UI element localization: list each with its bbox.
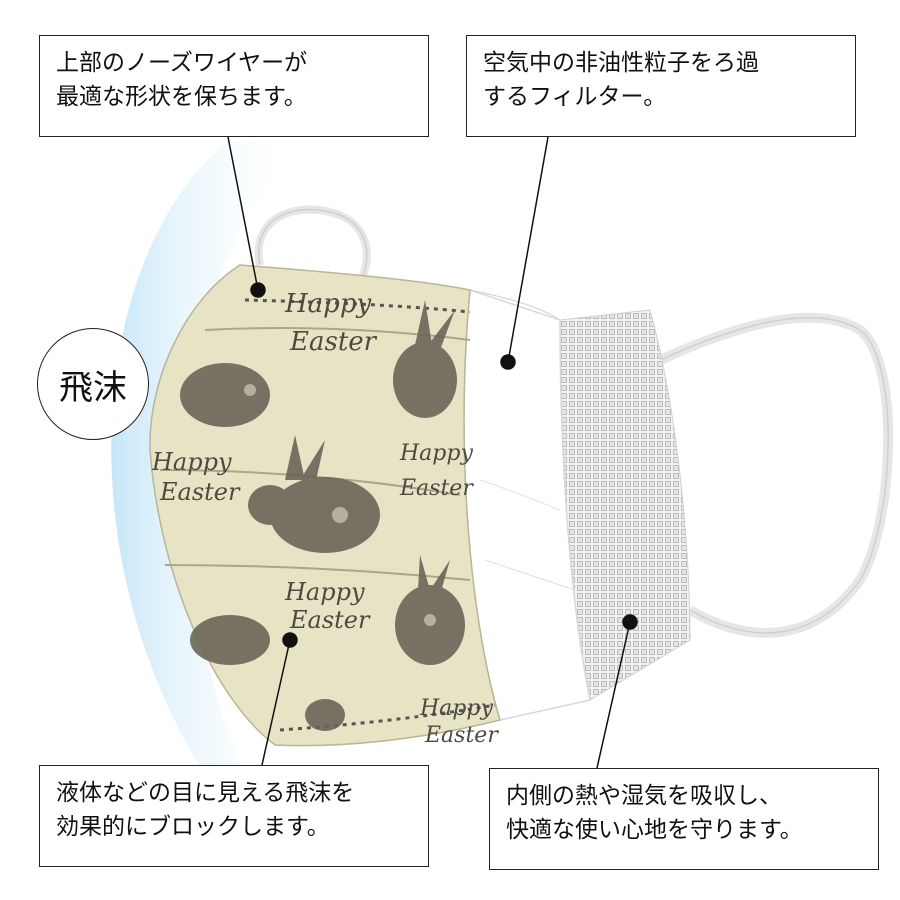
print-text-happy-3: Happy bbox=[284, 578, 365, 606]
print-text-easter-3: Easter bbox=[289, 606, 371, 634]
print-text-easter-1: Easter bbox=[289, 327, 378, 357]
callout-inner-layer: 内側の熱や湿気を吸収し、 快適な使い心地を守ります。 bbox=[489, 768, 879, 870]
callout-filter: 空気中の非油性粒子をろ過 するフィルター。 bbox=[466, 35, 856, 137]
print-text-happy-5: Happy bbox=[419, 696, 493, 721]
callout-nose-wire: 上部のノーズワイヤーが 最適な形状を保ちます。 bbox=[39, 35, 429, 137]
callout-filter-line2: するフィルター。 bbox=[483, 84, 667, 110]
print-text-happy-1: Happy bbox=[284, 289, 371, 319]
droplet-badge: 飛沫 bbox=[37, 328, 149, 440]
droplet-badge-label: 飛沫 bbox=[59, 367, 127, 408]
callout-filter-line1: 空気中の非油性粒子をろ過 bbox=[483, 50, 759, 76]
print-text-easter-4: Easter bbox=[399, 476, 474, 501]
callout-droplet-block-line1: 液体などの目に見える飛沫を bbox=[56, 780, 355, 806]
print-text-happy-4: Happy bbox=[399, 441, 473, 466]
callout-droplet-block-line2: 効果的にブロックします。 bbox=[56, 814, 330, 840]
print-text-happy-2: Happy bbox=[151, 448, 232, 476]
callout-nose-wire-line1: 上部のノーズワイヤーが bbox=[56, 50, 308, 76]
shield-glow bbox=[111, 140, 300, 790]
callout-inner-layer-line2: 快適な使い心地を守ります。 bbox=[506, 817, 803, 843]
callout-nose-wire-line2: 最適な形状を保ちます。 bbox=[56, 84, 307, 110]
callout-leaders bbox=[227, 136, 638, 769]
callout-droplet-block: 液体などの目に見える飛沫を 効果的にブロックします。 bbox=[39, 765, 429, 867]
print-text-easter-5: Easter bbox=[424, 723, 499, 748]
callout-inner-layer-line1: 内側の熱や湿気を吸収し、 bbox=[506, 783, 782, 809]
print-text-easter-2: Easter bbox=[159, 478, 241, 506]
